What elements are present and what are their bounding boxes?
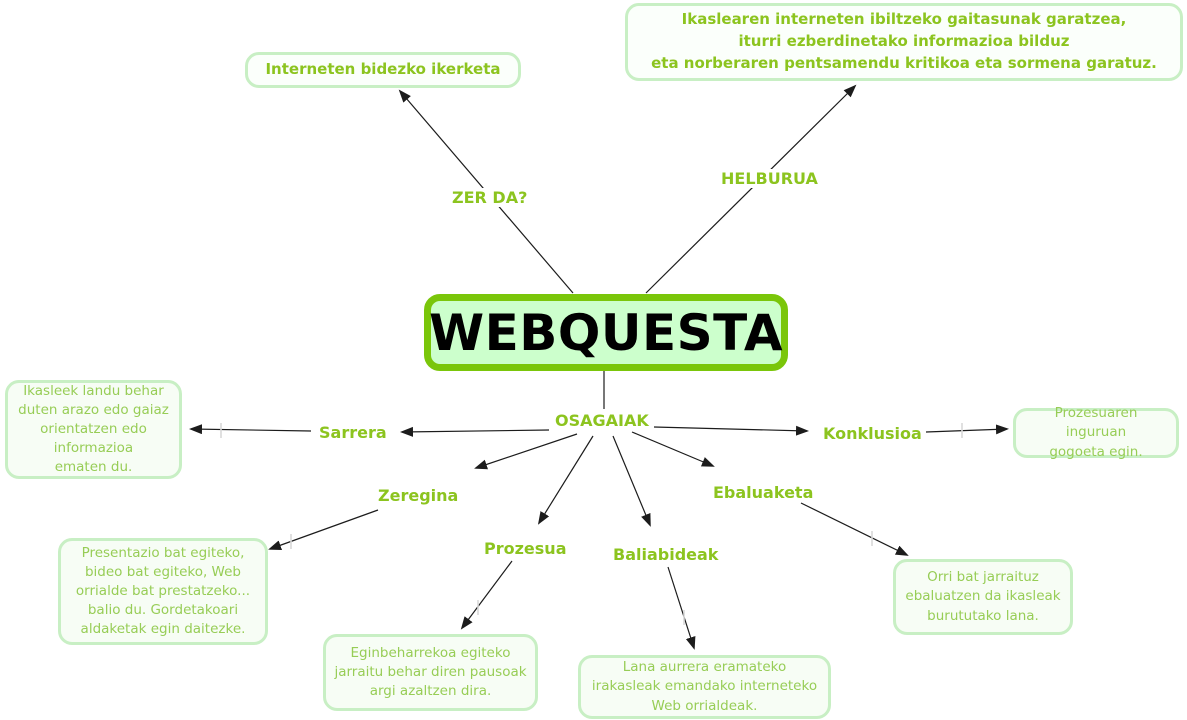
component-label-zeregina[interactable]: Zeregina: [376, 486, 461, 505]
edge-osagaiak-baliabideak: [612, 435, 651, 527]
edge-konklusioa-desc: [925, 424, 1009, 435]
edge-prozesua-desc: [460, 560, 513, 630]
concept-box-ikerketa[interactable]: Interneten bidezko ikerketa: [245, 52, 521, 88]
component-label-sarrera[interactable]: Sarrera: [317, 423, 389, 442]
edge-osagaiak-ebaluaketa: [631, 431, 715, 467]
concept-box-sarrera-desc[interactable]: Ikasleek landu behar duten arazo edo gai…: [5, 380, 182, 479]
edge-zeregina-desc: [268, 509, 379, 550]
link-label-osagaiak[interactable]: OSAGAIAK: [553, 411, 651, 430]
concept-box-helburua[interactable]: Ikaslearen interneten ibiltzeko gaitasun…: [625, 3, 1183, 81]
link-label-zer-da[interactable]: ZER DA?: [450, 188, 530, 207]
link-label-helburua[interactable]: HELBURUA: [719, 169, 820, 188]
edge-osagaiak-konklusioa: [653, 425, 809, 436]
edge-sarrera-desc: [189, 424, 312, 435]
component-label-konklusioa[interactable]: Konklusioa: [821, 424, 924, 443]
component-label-baliabideak[interactable]: Baliabideak: [611, 545, 721, 564]
edge-osagaiak-prozesua: [537, 435, 594, 525]
edge-baliabideak-desc: [667, 566, 696, 650]
concept-box-prozesua-desc[interactable]: Eginbeharrekoa egiteko jarraitu behar di…: [323, 634, 538, 711]
concept-box-zeregina-desc[interactable]: Presentazio bat egiteko, bideo bat egite…: [58, 538, 268, 645]
concept-box-ebaluaketa-desc[interactable]: Orri bat jarraituz ebaluatzen da ikaslea…: [893, 559, 1073, 635]
concept-box-konklusioa-desc[interactable]: Prozesuaren inguruan gogoeta egin.: [1013, 405, 1179, 460]
edge-osagaiak-zeregina: [474, 433, 578, 470]
edge-ebaluaketa-desc: [800, 502, 909, 556]
component-label-ebaluaketa[interactable]: Ebaluaketa: [711, 483, 816, 502]
center-node-webquesta[interactable]: WEBQUESTA: [424, 294, 788, 371]
edge-osagaiak-sarrera: [400, 426, 550, 437]
concept-box-baliabideak-desc[interactable]: Lana aurrera eramateko irakasleak emanda…: [578, 655, 831, 719]
edge-webquesta-helburua: [645, 84, 857, 294]
component-label-prozesua[interactable]: Prozesua: [482, 539, 569, 558]
